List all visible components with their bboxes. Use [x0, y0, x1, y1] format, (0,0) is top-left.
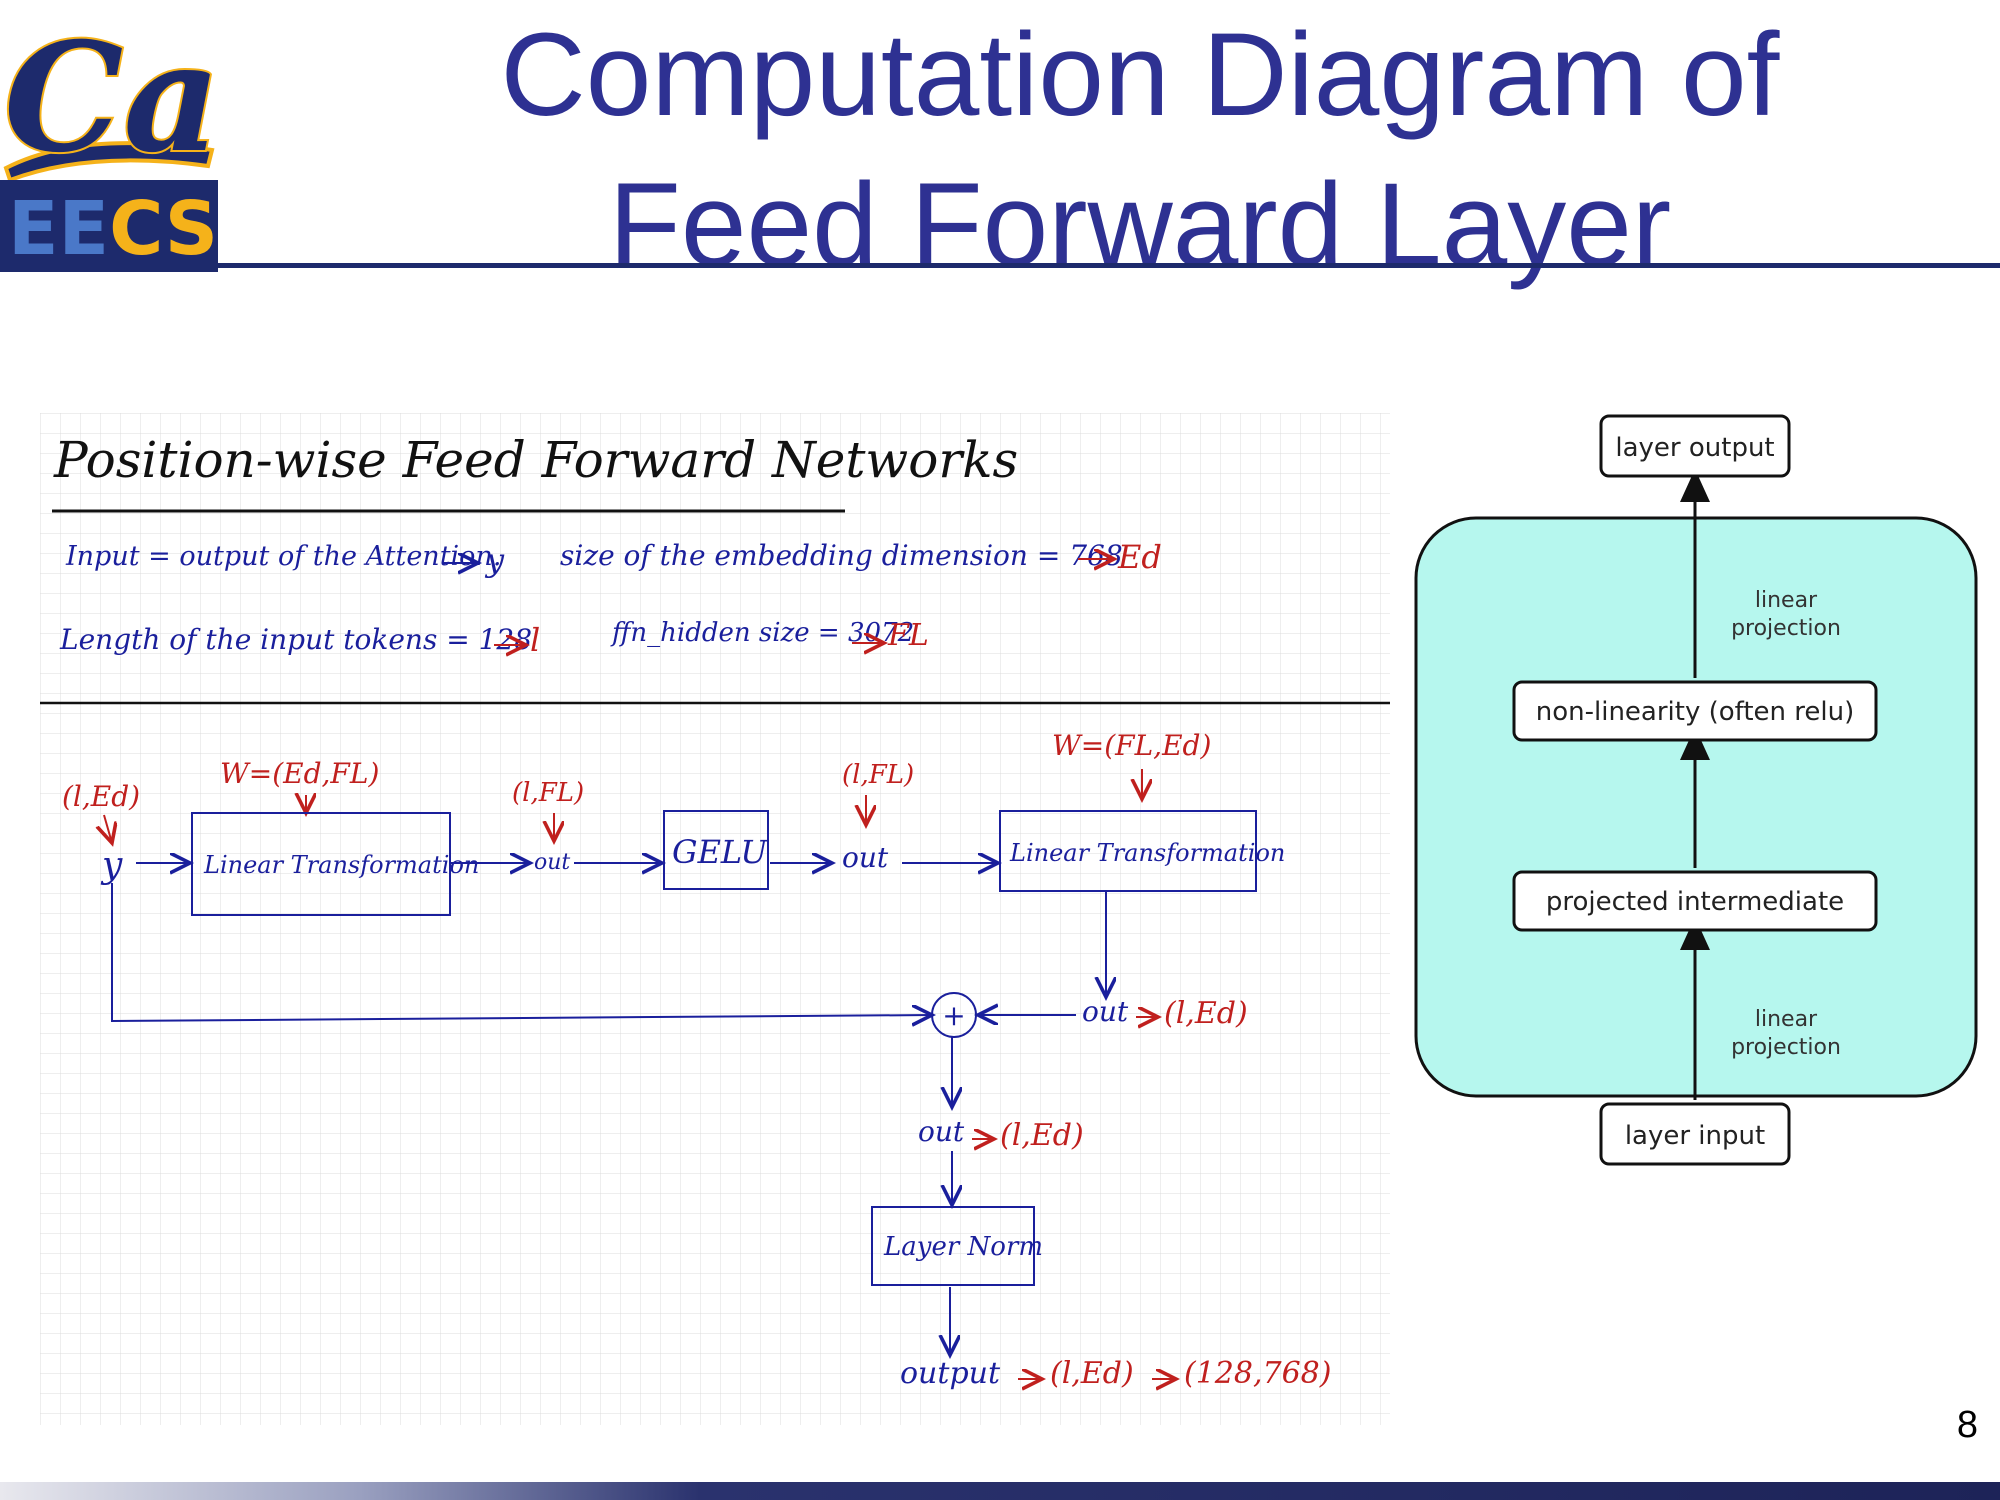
out-2-label: out — [842, 841, 889, 874]
tokens-definition: Length of the input tokens = 128 — [59, 623, 532, 656]
handwritten-diagram: Position-wise Feed Forward Networks Inpu… — [40, 413, 1390, 1425]
linear-projection-top-line-2: projection — [1731, 616, 1841, 641]
layer-input-label: layer input — [1625, 1121, 1765, 1151]
weight-1-shape: W=(Ed,FL) — [220, 757, 379, 790]
linear-projection-bottom-line-1: linear — [1755, 1007, 1818, 1032]
slide-title: Computation Diagram of Feed Forward Laye… — [340, 0, 1940, 300]
layer-norm-box — [871, 1206, 1035, 1286]
input-shape: (l,Ed) — [62, 780, 140, 813]
input-symbol: y — [484, 541, 505, 579]
add-node — [931, 992, 977, 1038]
layer-output-label: layer output — [1615, 433, 1774, 463]
embedding-symbol: Ed — [1117, 538, 1162, 576]
gelu-box — [663, 810, 769, 890]
footer-bar — [0, 1482, 2000, 1500]
title-line-2: Feed Forward Layer — [608, 159, 1672, 291]
linear-projection-bottom-line-2: projection — [1731, 1035, 1841, 1060]
notes-heading: Position-wise Feed Forward Networks — [53, 431, 1018, 489]
tokens-symbol: l — [530, 621, 540, 659]
out-3-label: out — [1082, 995, 1129, 1028]
eecs-wordmark: EECS — [8, 186, 218, 272]
linear-projection-top-line-1: linear — [1755, 588, 1818, 613]
linear-transformation-1-label: Linear Transformation — [203, 851, 479, 879]
linear-transformation-2-label: Linear Transformation — [1009, 839, 1285, 867]
ffn-schematic: layer output linear projection non-linea… — [1414, 414, 1978, 1166]
linear-transformation-2-box — [999, 810, 1257, 892]
hidden-shape-1: (l,FL) — [512, 778, 584, 808]
out-4-label: out — [918, 1115, 965, 1148]
add-symbol: + — [942, 999, 965, 1032]
projected-intermediate-label: projected intermediate — [1546, 887, 1844, 917]
cal-wordmark: Cal — [4, 10, 218, 186]
hidden-symbol: FL — [887, 618, 929, 653]
hidden-shape-2: (l,FL) — [842, 760, 914, 790]
residual-connection — [111, 883, 932, 1021]
out-4-shape: (l,Ed) — [1000, 1118, 1084, 1153]
cal-eecs-logo: Cal EECS — [0, 0, 218, 272]
input-definition: Input = output of the Attention. — [65, 541, 501, 572]
layer-norm-label: Layer Norm — [883, 1232, 1043, 1262]
layer-input-box — [1599, 1102, 1791, 1166]
title-rule — [218, 263, 2000, 268]
weight-2-shape: W=(FL,Ed) — [1052, 729, 1211, 762]
out-1-label: out — [534, 850, 570, 875]
input-variable: y — [100, 845, 123, 886]
layer-output-box — [1599, 414, 1791, 478]
output-dims: (128,768) — [1184, 1356, 1331, 1391]
page-number: 8 — [1956, 1404, 1978, 1446]
non-linearity-box — [1512, 680, 1878, 742]
output-shape: (l,Ed) — [1050, 1356, 1134, 1391]
output-label: output — [900, 1356, 1001, 1391]
non-linearity-label: non-linearity (often relu) — [1536, 697, 1855, 727]
title-line-1: Computation Diagram of — [500, 9, 1780, 141]
gelu-label: GELU — [672, 833, 768, 871]
projected-intermediate-box — [1512, 870, 1878, 932]
embedding-definition: size of the embedding dimension = 768 — [560, 539, 1123, 572]
out-3-shape: (l,Ed) — [1164, 996, 1248, 1031]
